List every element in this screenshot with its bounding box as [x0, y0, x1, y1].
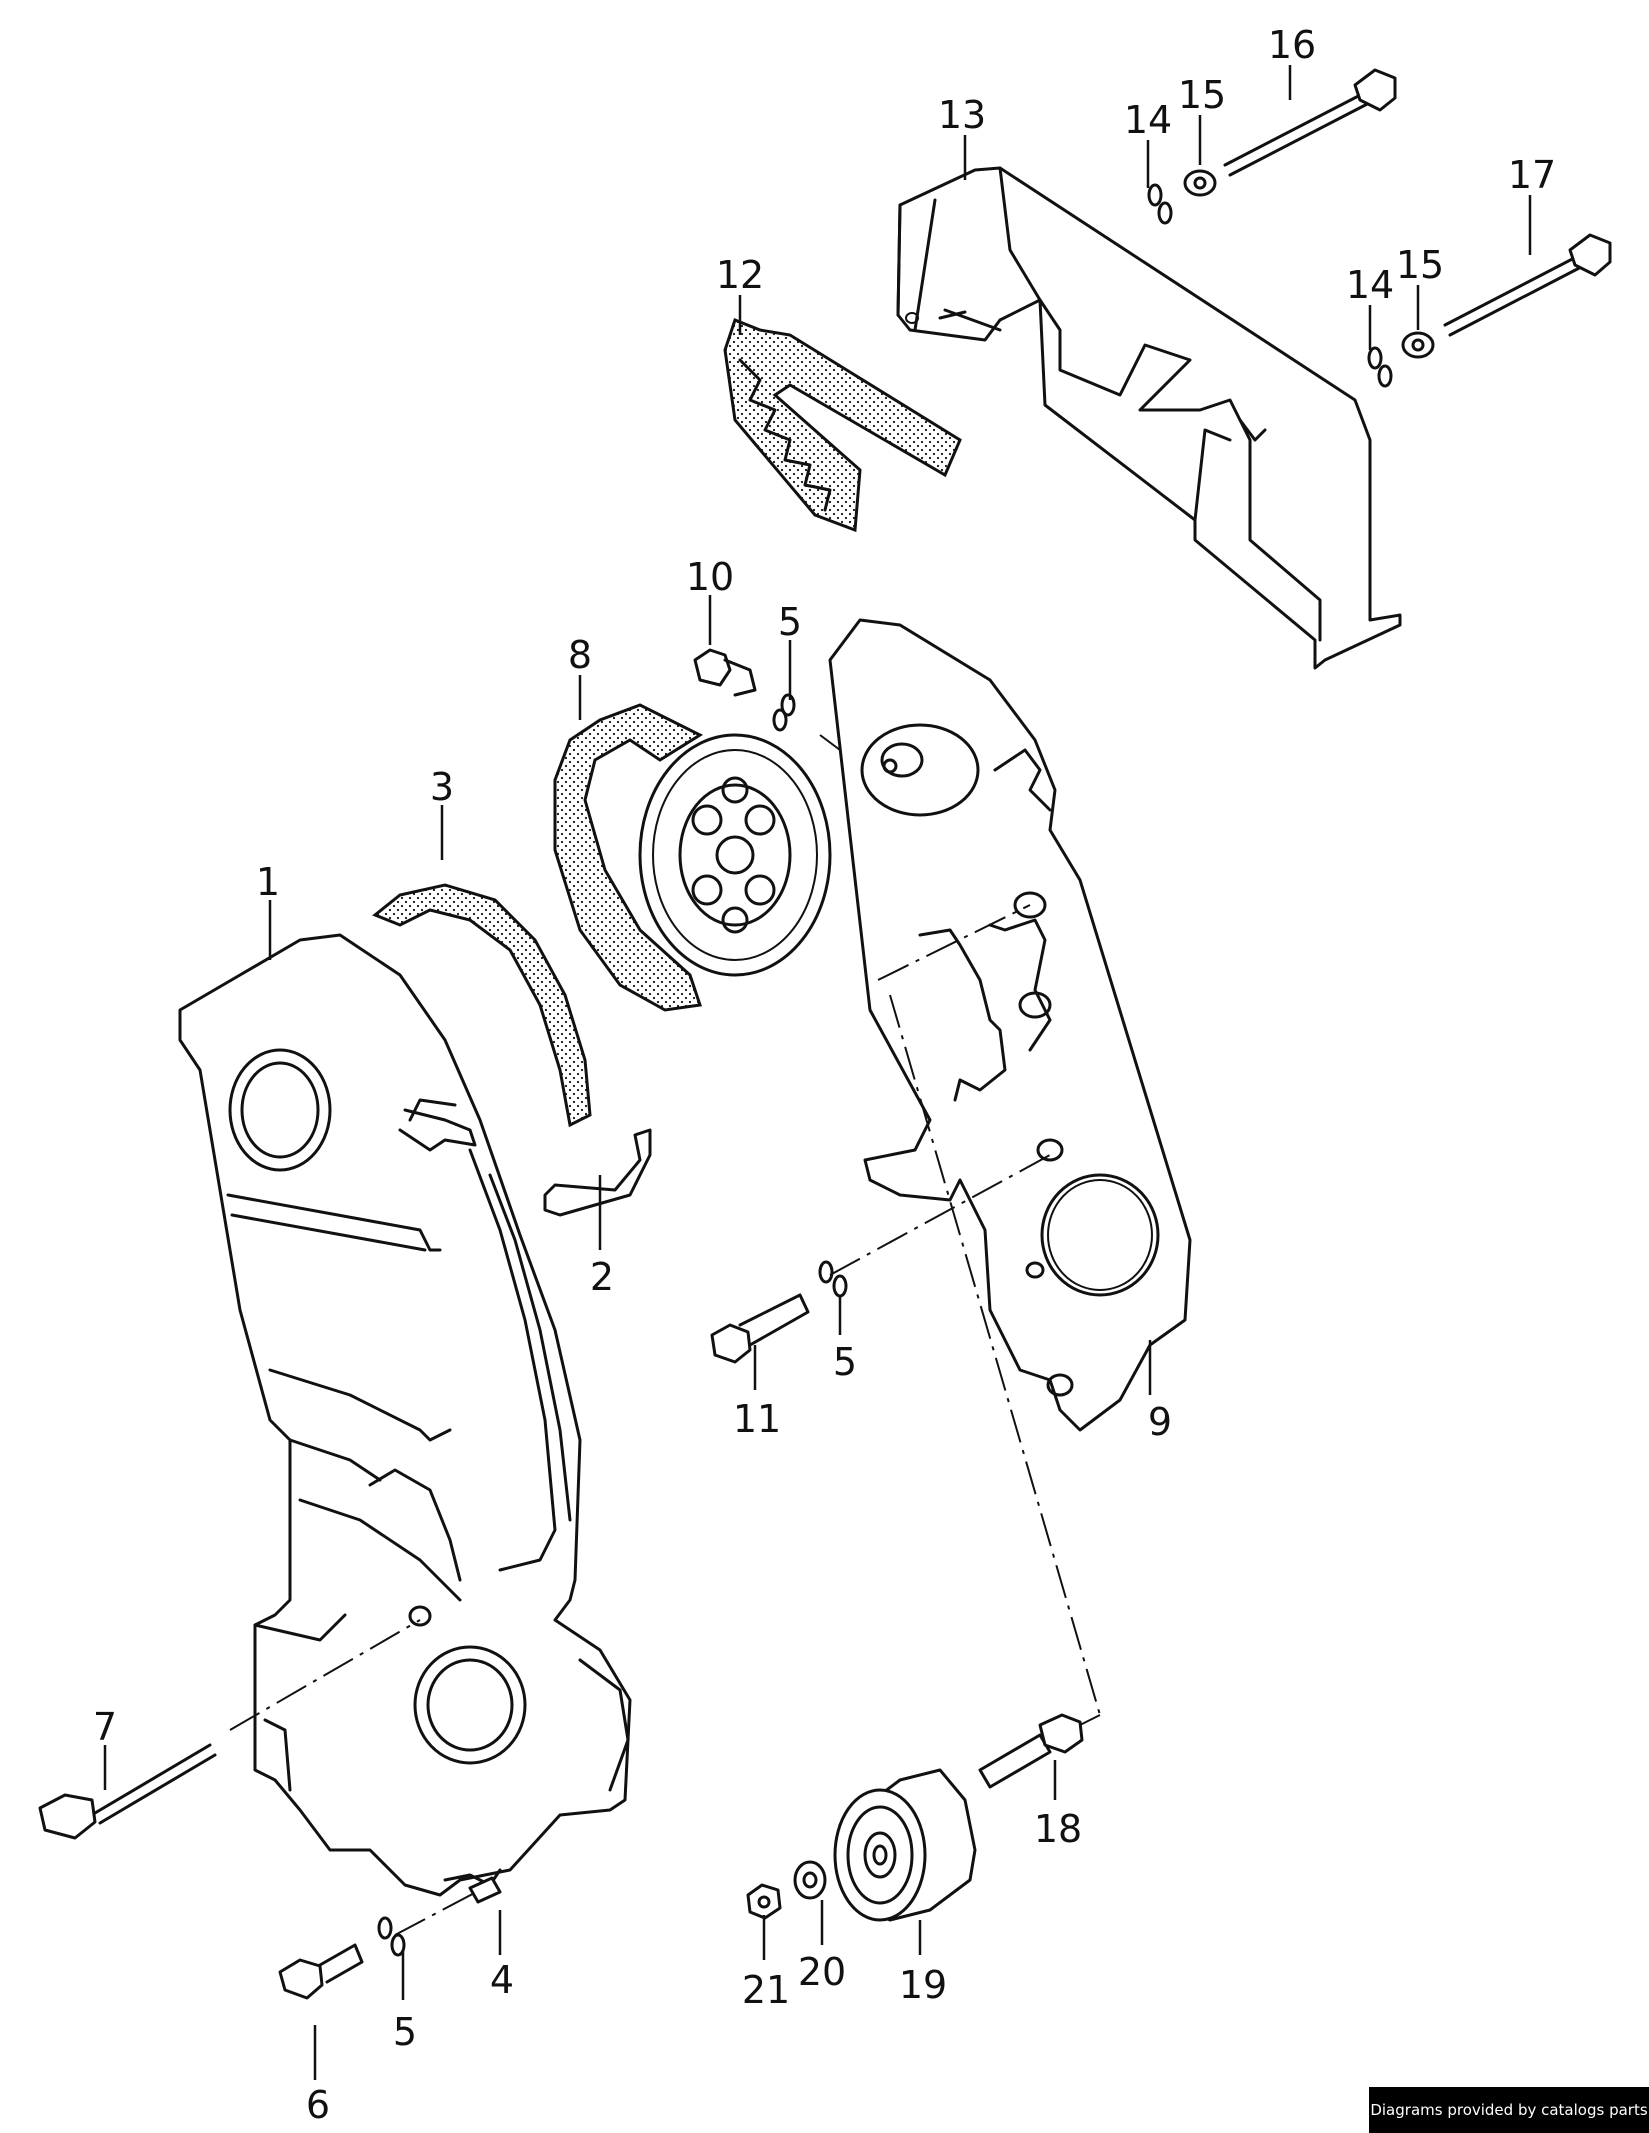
callout-15-lower: 15	[1396, 243, 1444, 287]
callout-5-upper: 5	[778, 600, 802, 644]
callout-5-lower: 5	[393, 2010, 417, 2054]
callout-6: 6	[306, 2083, 330, 2127]
bolt-11	[710, 1293, 810, 1364]
callout-19: 19	[899, 1963, 947, 2007]
lock-washer-5b	[818, 1260, 848, 1298]
callout-7: 7	[93, 1705, 117, 1749]
lock-washer-5c	[377, 1916, 406, 1957]
front-belt-cover	[178, 933, 632, 1897]
callout-2: 2	[590, 1255, 614, 1299]
callout-3: 3	[430, 765, 454, 809]
lock-washer-14b	[1367, 346, 1393, 388]
callout-12: 12	[716, 253, 764, 297]
callout-13: 13	[938, 93, 986, 137]
callout-20: 20	[798, 1950, 846, 1994]
callout-5-middle: 5	[833, 1340, 857, 1384]
upper-belt-cover-rear	[896, 166, 1402, 670]
callout-18: 18	[1034, 1807, 1082, 1851]
bolt-10	[693, 648, 757, 697]
callout-11: 11	[733, 1397, 781, 1441]
callout-15-upper: 15	[1178, 73, 1226, 117]
callout-10: 10	[686, 555, 734, 599]
timing-belt-lower	[553, 703, 704, 1012]
callout-labels: 1 2 3 4 5 5 5 6 7 8 9 10 11 12 13 14 14 …	[93, 23, 1556, 2127]
bolt-17	[1443, 233, 1612, 337]
bolt-6	[278, 1943, 364, 2000]
alignment-lines	[229, 734, 1101, 1936]
callout-21: 21	[742, 1968, 790, 2012]
belt-guard-segment	[372, 883, 592, 1128]
lock-washer-14a	[1147, 183, 1173, 225]
washer-15b	[1401, 331, 1435, 359]
callout-14-upper: 14	[1124, 98, 1172, 142]
bracket-4	[468, 1876, 502, 1904]
callout-4: 4	[490, 1958, 514, 2002]
callout-leaders	[103, 65, 1532, 2080]
washer-20	[793, 1860, 827, 1900]
tensioner-pulley-19	[833, 1768, 977, 1922]
rear-belt-guard	[828, 618, 1192, 1432]
diagram-credit-banner: Diagrams provided by catalogs parts	[1369, 2087, 1649, 2133]
callout-17: 17	[1508, 153, 1556, 197]
nut-21	[746, 1883, 782, 1920]
bolt-7	[38, 1743, 217, 1840]
stud-18	[978, 1713, 1084, 1789]
bolt-16	[1223, 68, 1397, 177]
lock-washer-5a	[772, 693, 796, 732]
callout-14-lower: 14	[1346, 263, 1394, 307]
camshaft-sprocket	[638, 733, 832, 977]
callout-1: 1	[256, 860, 280, 904]
callout-16: 16	[1268, 23, 1316, 67]
clip	[543, 1128, 652, 1217]
washer-15a	[1183, 169, 1217, 197]
timing-belt-upper	[723, 318, 962, 533]
callout-9: 9	[1148, 1400, 1172, 1444]
callout-8: 8	[568, 633, 592, 677]
